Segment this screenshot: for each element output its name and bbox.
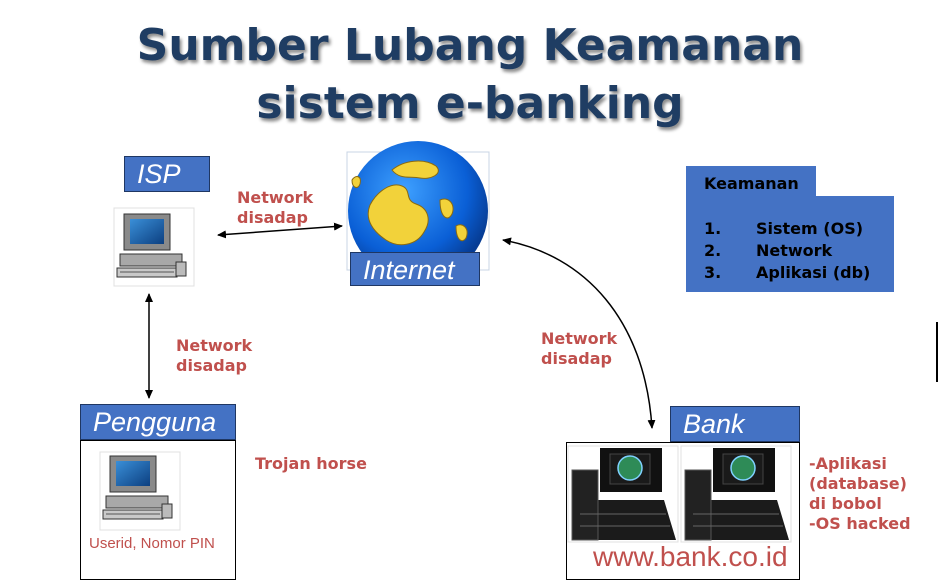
keamanan-list: 1. Sistem (OS) 2. Network 3. Aplikasi (db) [704, 218, 870, 284]
bank-server-icon [567, 445, 679, 543]
edge-label-line: Network [237, 188, 314, 207]
isp-label-text: ISP [137, 159, 181, 189]
arrow-internet-bank [502, 237, 656, 429]
keamanan-item: 1. Sistem (OS) [704, 218, 870, 240]
edge-label-isp-internet: Network disadap [237, 188, 313, 228]
page-title-line-1: Sumber Lubang Keamanan [136, 20, 804, 71]
keamanan-item-number: 1. [704, 219, 722, 238]
bank-issue-line: -OS hacked [809, 514, 911, 533]
edge-label-internet-bank: Network disadap [541, 329, 617, 369]
internet-label-text: Internet [363, 255, 455, 285]
user-computer-icon [99, 451, 181, 531]
keamanan-title: Keamanan [704, 174, 799, 193]
isp-computer-icon [113, 207, 195, 287]
bank-issue-line: -Aplikasi [809, 454, 887, 473]
keamanan-panel [686, 196, 894, 292]
edge-label-line: disadap [237, 208, 308, 227]
keamanan-tab [686, 166, 816, 200]
internet-label: Internet [350, 252, 480, 286]
keamanan-item-number: 2. [704, 241, 722, 260]
pengguna-label-text: Pengguna [93, 407, 217, 437]
keamanan-item-number: 3. [704, 263, 722, 282]
pengguna-label: Pengguna [80, 404, 236, 440]
keamanan-item-label: Sistem (OS) [756, 219, 864, 238]
edge-label-isp-pengguna: Network disadap [176, 336, 252, 376]
pengguna-panel [80, 440, 236, 580]
edge-label-line: disadap [176, 356, 247, 375]
trojan-label: Trojan horse [255, 454, 367, 473]
bank-issue-line: di bobol [809, 494, 882, 513]
bank-label-text: Bank [683, 409, 745, 439]
edge-label-line: disadap [541, 349, 612, 368]
globe-icon [346, 141, 490, 281]
isp-label: ISP [124, 156, 210, 192]
bank-panel [566, 442, 800, 580]
bank-label: Bank [670, 406, 800, 442]
bank-url-text: www.bank.co.id [593, 541, 788, 572]
keamanan-item: 3. Aplikasi (db) [704, 262, 870, 284]
keamanan-item-label: Aplikasi (db) [756, 263, 871, 282]
userid-text: Userid, Nomor PIN [89, 535, 215, 552]
bank-server-icon [680, 445, 792, 543]
edge-divider-line [936, 322, 938, 382]
page-title-line-2: sistem e-banking [256, 78, 684, 129]
bank-issues-list: -Aplikasi (database) di bobol -OS hacked [809, 454, 911, 534]
keamanan-item: 2. Network [704, 240, 870, 262]
bank-issue-line: (database) [809, 474, 907, 493]
arrow-isp-internet [217, 222, 343, 239]
keamanan-item-label: Network [756, 241, 833, 260]
edge-label-line: Network [541, 329, 618, 348]
edge-label-line: Network [176, 336, 253, 355]
